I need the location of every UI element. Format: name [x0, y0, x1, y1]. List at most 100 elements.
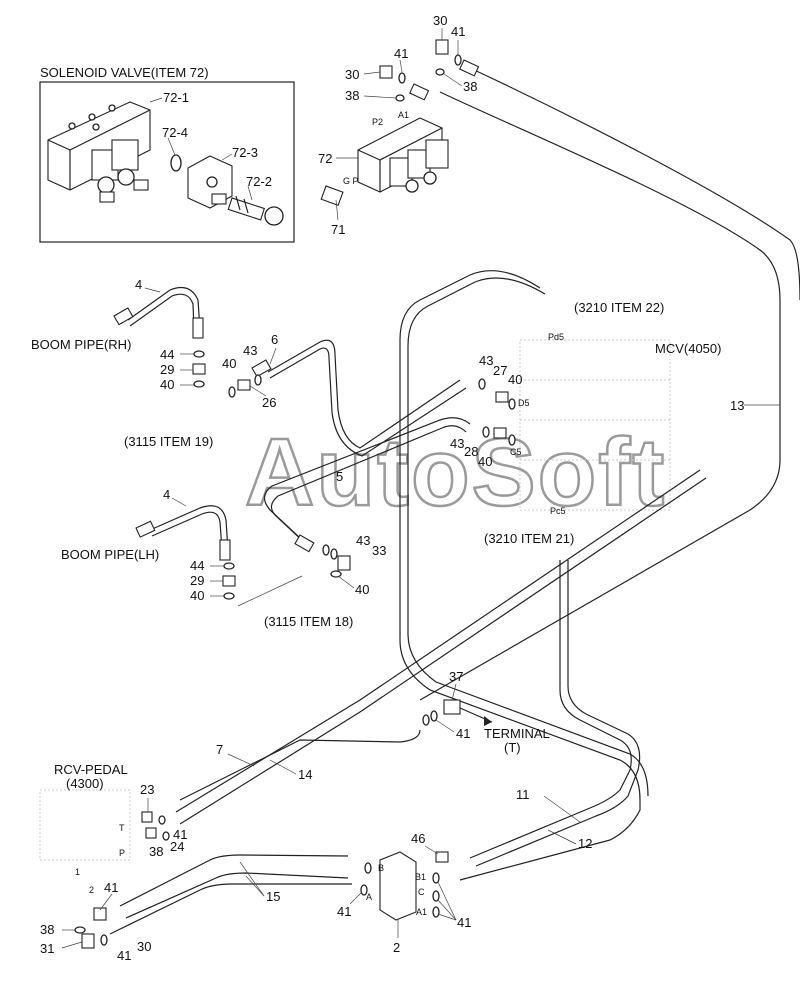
boom-pipe-lh-label: BOOM PIPE(LH) — [61, 547, 159, 562]
port-b: B — [378, 863, 384, 873]
solenoid-valve-block — [47, 101, 151, 203]
callout-72: 72 — [318, 151, 332, 166]
mcv-label: MCV(4050) — [655, 341, 721, 356]
callout-15: 15 — [266, 889, 280, 904]
port-p: P — [119, 848, 125, 858]
callout-labels: 30 41 41 30 38 38 72 71 4 44 29 40 40 43… — [40, 13, 744, 963]
part-label-72-3: 72-3 — [232, 145, 258, 160]
callout-41: 41 — [173, 827, 187, 842]
mcv-outline — [519, 339, 671, 511]
callout-46: 46 — [411, 831, 425, 846]
callout-44: 44 — [190, 558, 204, 573]
callout-23: 23 — [140, 782, 154, 797]
o-ring-72-4 — [170, 154, 182, 172]
callout-33: 33 — [372, 543, 386, 558]
callout-28: 28 — [464, 444, 478, 459]
rcv-pedal-code: (4300) — [66, 776, 104, 791]
callout-38: 38 — [345, 88, 359, 103]
callout-40: 40 — [508, 372, 522, 387]
solenoid-valve-inset: SOLENOID VALVE(ITEM 72) 72-1 72-4 — [39, 65, 295, 243]
callout-5: 5 — [336, 469, 343, 484]
port-pd5: Pd5 — [548, 332, 564, 342]
solenoid-cartridge-72-2 — [227, 195, 284, 226]
port-a1: A1 — [398, 110, 409, 120]
port-a1-block: A1 — [416, 907, 427, 917]
port-gp: G P — [343, 176, 359, 186]
callout-40: 40 — [222, 356, 236, 371]
rcv-pedal-outline — [39, 789, 131, 861]
callout-41: 41 — [117, 948, 131, 963]
callout-40: 40 — [190, 588, 204, 603]
small-fittings — [192, 350, 516, 863]
callout-41: 41 — [456, 726, 470, 741]
callout-12: 12 — [578, 836, 592, 851]
port-pc5: Pc5 — [550, 506, 566, 516]
callout-26: 26 — [262, 395, 276, 410]
tee-37 — [422, 699, 493, 726]
rcv-fittings — [74, 811, 170, 949]
watermark: AutoSoft — [245, 419, 666, 526]
fittings-top — [379, 39, 480, 102]
pipe-4-rh — [113, 287, 204, 339]
part-label-72-2: 72-2 — [246, 174, 272, 189]
terminal-label: TERMINAL — [484, 726, 550, 741]
callout-38: 38 — [149, 844, 163, 859]
callout-7: 7 — [216, 742, 223, 757]
pipe-5 — [263, 417, 471, 553]
part-label-72-1: 72-1 — [163, 90, 189, 105]
port-b1: B1 — [415, 872, 426, 882]
check-valve-71 — [320, 185, 344, 207]
boom-pipe-rh-label: BOOM PIPE(RH) — [31, 337, 131, 352]
callout-11: 11 — [516, 787, 530, 802]
callout-29: 29 — [160, 362, 174, 377]
terminal-t-label: (T) — [504, 740, 521, 755]
callout-13: 13 — [730, 398, 744, 413]
callout-41: 41 — [337, 904, 351, 919]
port-t: T — [119, 823, 125, 833]
solenoid-box-frame — [39, 81, 295, 243]
callout-38: 38 — [463, 79, 477, 94]
callout-30: 30 — [137, 939, 151, 954]
callout-29: 29 — [190, 573, 204, 588]
pipe-13 — [419, 67, 800, 701]
callout-40: 40 — [160, 377, 174, 392]
port-c5: C5 — [510, 447, 522, 457]
callout-43: 43 — [479, 353, 493, 368]
solenoid-valve-72 — [357, 117, 449, 193]
pipe-15 — [109, 854, 352, 935]
leader-lines — [61, 28, 780, 949]
callout-2: 2 — [393, 940, 400, 955]
port-c: C — [418, 887, 425, 897]
callout-37: 37 — [449, 669, 463, 684]
port-labels: P2 A1 G P Pd5 D5 C5 Pc5 T P 1 2 B A B1 C… — [75, 110, 566, 917]
callout-41: 41 — [457, 915, 471, 930]
callout-6: 6 — [271, 332, 278, 347]
callout-43: 43 — [356, 533, 370, 548]
pipe-7-14 — [175, 469, 707, 825]
port-1: 1 — [75, 867, 80, 877]
callout-40: 40 — [355, 582, 369, 597]
callout-27: 27 — [493, 363, 507, 378]
ref-3115-item18: (3115 ITEM 18) — [264, 614, 353, 629]
ref-3210-item22: (3210 ITEM 22) — [574, 300, 664, 315]
callout-71: 71 — [331, 222, 345, 237]
callout-4: 4 — [163, 487, 170, 502]
pipe-4-lh — [135, 505, 231, 561]
callout-30: 30 — [345, 67, 359, 82]
callout-41: 41 — [394, 46, 408, 61]
callout-31: 31 — [40, 941, 54, 956]
callout-43: 43 — [450, 436, 464, 451]
pipe-11-12 — [469, 560, 641, 867]
ref-3210-item21: (3210 ITEM 21) — [484, 531, 574, 546]
solenoid-coil-72-3 — [187, 155, 233, 209]
callout-43: 43 — [243, 343, 257, 358]
port-d5: D5 — [518, 398, 530, 408]
callout-14: 14 — [298, 767, 312, 782]
callout-4: 4 — [135, 277, 142, 292]
ref-3115-item19: (3115 ITEM 19) — [124, 434, 213, 449]
callout-40: 40 — [478, 454, 492, 469]
callout-44: 44 — [160, 347, 174, 362]
callout-41: 41 — [451, 24, 465, 39]
pipe-6 — [251, 339, 467, 457]
